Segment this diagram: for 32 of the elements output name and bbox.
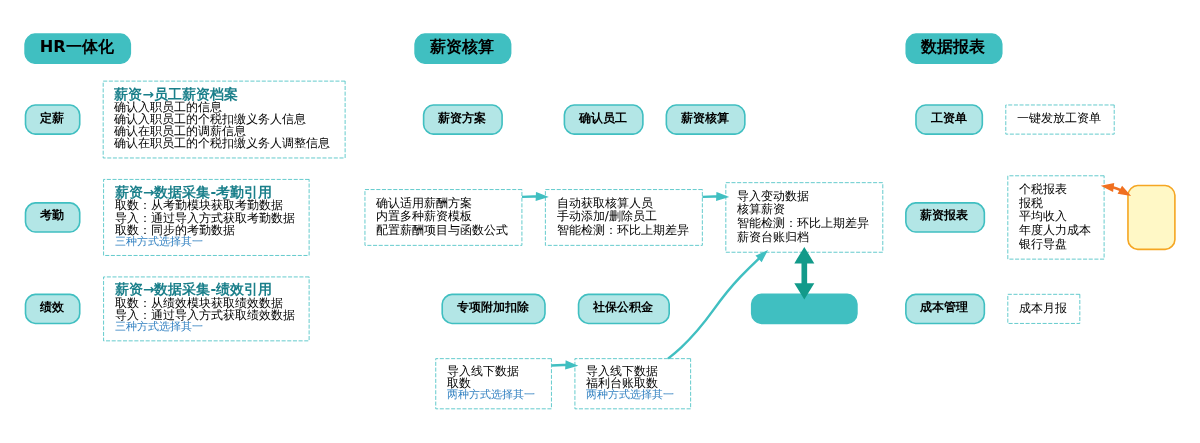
node-box: 确认员工 <box>563 104 644 135</box>
node-box: 考勤 <box>24 202 81 233</box>
node-box: 导入线下数据 取数 两种方式选择其一 <box>435 358 552 410</box>
node-box: 薪资→数据采集-考勤引用 取数：从考勤模块获取考勤数据 导入：通过导入方式获取考勤数据 取数：同步的考勤数据 三种方式选择其一 <box>103 179 310 256</box>
arrow <box>1100 182 1132 197</box>
node-box: 薪资核算 <box>414 33 512 65</box>
node-box <box>1127 184 1176 251</box>
node-box: 薪资方案 <box>422 104 503 135</box>
node-box: 薪资核算 <box>665 104 746 135</box>
arrow <box>702 191 730 202</box>
node-box: 一键发放工资单 <box>1005 104 1115 135</box>
node-box: 薪资报表 <box>905 202 986 233</box>
node-box: 社保公积金 <box>577 293 670 325</box>
node-box <box>750 293 858 325</box>
node-box: 绩效 <box>24 293 81 325</box>
node-box: 自动获取核算人员 手动添加/删除员工 智能检测：环比上期差异 <box>544 189 703 246</box>
node-box: 导入变动数据 核算薪资 智能检测：环比上期差异 薪资台账归档 <box>725 182 884 253</box>
node-box: HR一体化 <box>24 33 132 65</box>
node-box: 成本管理 <box>905 293 986 325</box>
node-box: 个税报表 报税 平均收入 年度人力成本 银行导盘 <box>1007 175 1105 260</box>
arrow <box>794 247 815 300</box>
node-box: 确认适用薪酬方案 内置多种薪资模板 配置薪酬项目与函数公式 <box>364 189 523 246</box>
node-box: 数据报表 <box>905 33 1003 65</box>
node-box: 成本月报 <box>1007 293 1081 324</box>
arrow <box>521 191 549 202</box>
node-box: 薪资→员工薪资档案 确认入职员工的信息 确认入职员工的个税扣缴义务人信息 确认在职员工的调薪信息 确认在职员工的个税扣缴义务人调整信息 <box>102 80 346 159</box>
node-box: 薪资→数据采集-绩效引用 取数：从绩效模块获取绩效数据 导入：通过导入方式获取绩效数据 三种方式选择其一 <box>103 276 310 342</box>
arrow <box>667 250 768 360</box>
node-box: 定薪 <box>24 104 81 135</box>
node-box: 工资单 <box>915 104 984 135</box>
node-box: 导入线下数据 福利台账取数 两种方式选择其一 <box>574 358 692 410</box>
node-box: 专项附加扣除 <box>441 293 546 325</box>
